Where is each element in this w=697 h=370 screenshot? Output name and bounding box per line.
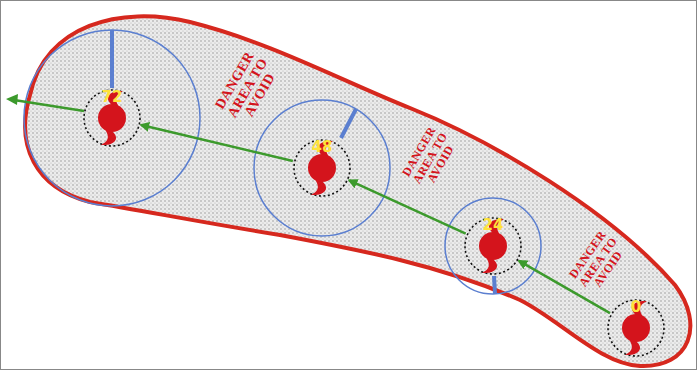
wind-radius-circle (24, 30, 200, 206)
storm-position: 48 (292, 138, 352, 198)
track-arrowhead (6, 94, 18, 105)
forecast-hour: 72 (82, 88, 142, 106)
wind-radius-circle (254, 100, 390, 236)
forecast-hour: 24 (463, 216, 523, 234)
storm-position: 0 (606, 298, 666, 358)
radius-bar (494, 276, 495, 294)
wind-radius-circle (445, 198, 541, 294)
danger-cone (25, 16, 690, 366)
track-arrow (141, 125, 293, 161)
forecast-hour: 0 (606, 298, 666, 316)
storm-position: 72 (82, 88, 142, 148)
track-arrow (349, 180, 465, 233)
track-continuation (14, 100, 84, 111)
storm-position: 24 (463, 216, 523, 276)
radius-bar (110, 30, 114, 88)
forecast-hour: 48 (292, 138, 352, 156)
radius-bar (341, 109, 356, 138)
